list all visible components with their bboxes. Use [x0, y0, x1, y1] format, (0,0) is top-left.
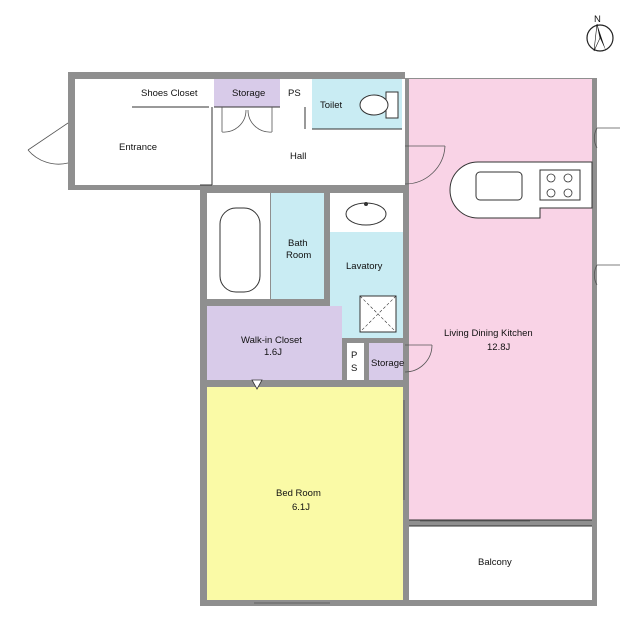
- ps-top-label: PS: [288, 88, 301, 99]
- washing-machine-icon: [359, 295, 397, 333]
- storage-top-floor: [214, 79, 280, 107]
- bathtub-icon: [219, 207, 261, 293]
- storage-mid-label: Storage: [371, 358, 404, 369]
- compass-label: N: [594, 14, 601, 25]
- entrance-label: Entrance: [119, 142, 157, 153]
- window-icons: [254, 127, 620, 604]
- ps-top-floor: [285, 79, 305, 107]
- entrance-door-icon: [27, 122, 69, 165]
- hall-label: Hall: [290, 151, 306, 162]
- bedroom-floor: [207, 387, 403, 600]
- ldk-floor: [409, 79, 592, 520]
- bedroom-label-1: Bed Room: [276, 488, 321, 499]
- walkin-closet-floor: [207, 306, 342, 380]
- balcony-label: Balcony: [478, 557, 512, 568]
- bath-room-label-1: Bath: [288, 238, 308, 249]
- bath-room-label-2: Room: [286, 250, 311, 261]
- kitchen-counter-icon: [449, 161, 593, 219]
- bath-room-floor: [271, 193, 324, 299]
- ps-mid-label-2: S: [351, 363, 357, 374]
- walkin-door-icon: [251, 379, 263, 390]
- partitions: [132, 106, 592, 527]
- storage-top-door-icon: [221, 107, 273, 133]
- ldk-label-2: 12.8J: [487, 342, 510, 353]
- toilet-icon: [359, 91, 399, 119]
- storage-mid-door-icon: [404, 344, 433, 373]
- washbasin-icon: [345, 202, 387, 226]
- storage-top-label: Storage: [232, 88, 265, 99]
- toilet-label: Toilet: [320, 100, 343, 111]
- shoes-closet-label: Shoes Closet: [141, 88, 198, 99]
- shoes-closet-floor: [132, 79, 209, 107]
- room-fills: [75, 79, 592, 600]
- ldk-door-icon: [404, 145, 446, 185]
- walkin-closet-label-2: 1.6J: [264, 347, 282, 358]
- walkin-closet-label-1: Walk-in Closet: [241, 335, 302, 346]
- lavatory-label: Lavatory: [346, 261, 383, 272]
- bedroom-label-2: 6.1J: [292, 502, 310, 513]
- ps-mid-floor: [347, 343, 364, 380]
- ldk-label-1: Living Dining Kitchen: [444, 328, 533, 339]
- ps-mid-label-1: P: [351, 350, 357, 361]
- north-compass-icon: N: [586, 14, 614, 52]
- balcony-floor: [409, 526, 592, 600]
- storage-mid-floor: [369, 343, 403, 380]
